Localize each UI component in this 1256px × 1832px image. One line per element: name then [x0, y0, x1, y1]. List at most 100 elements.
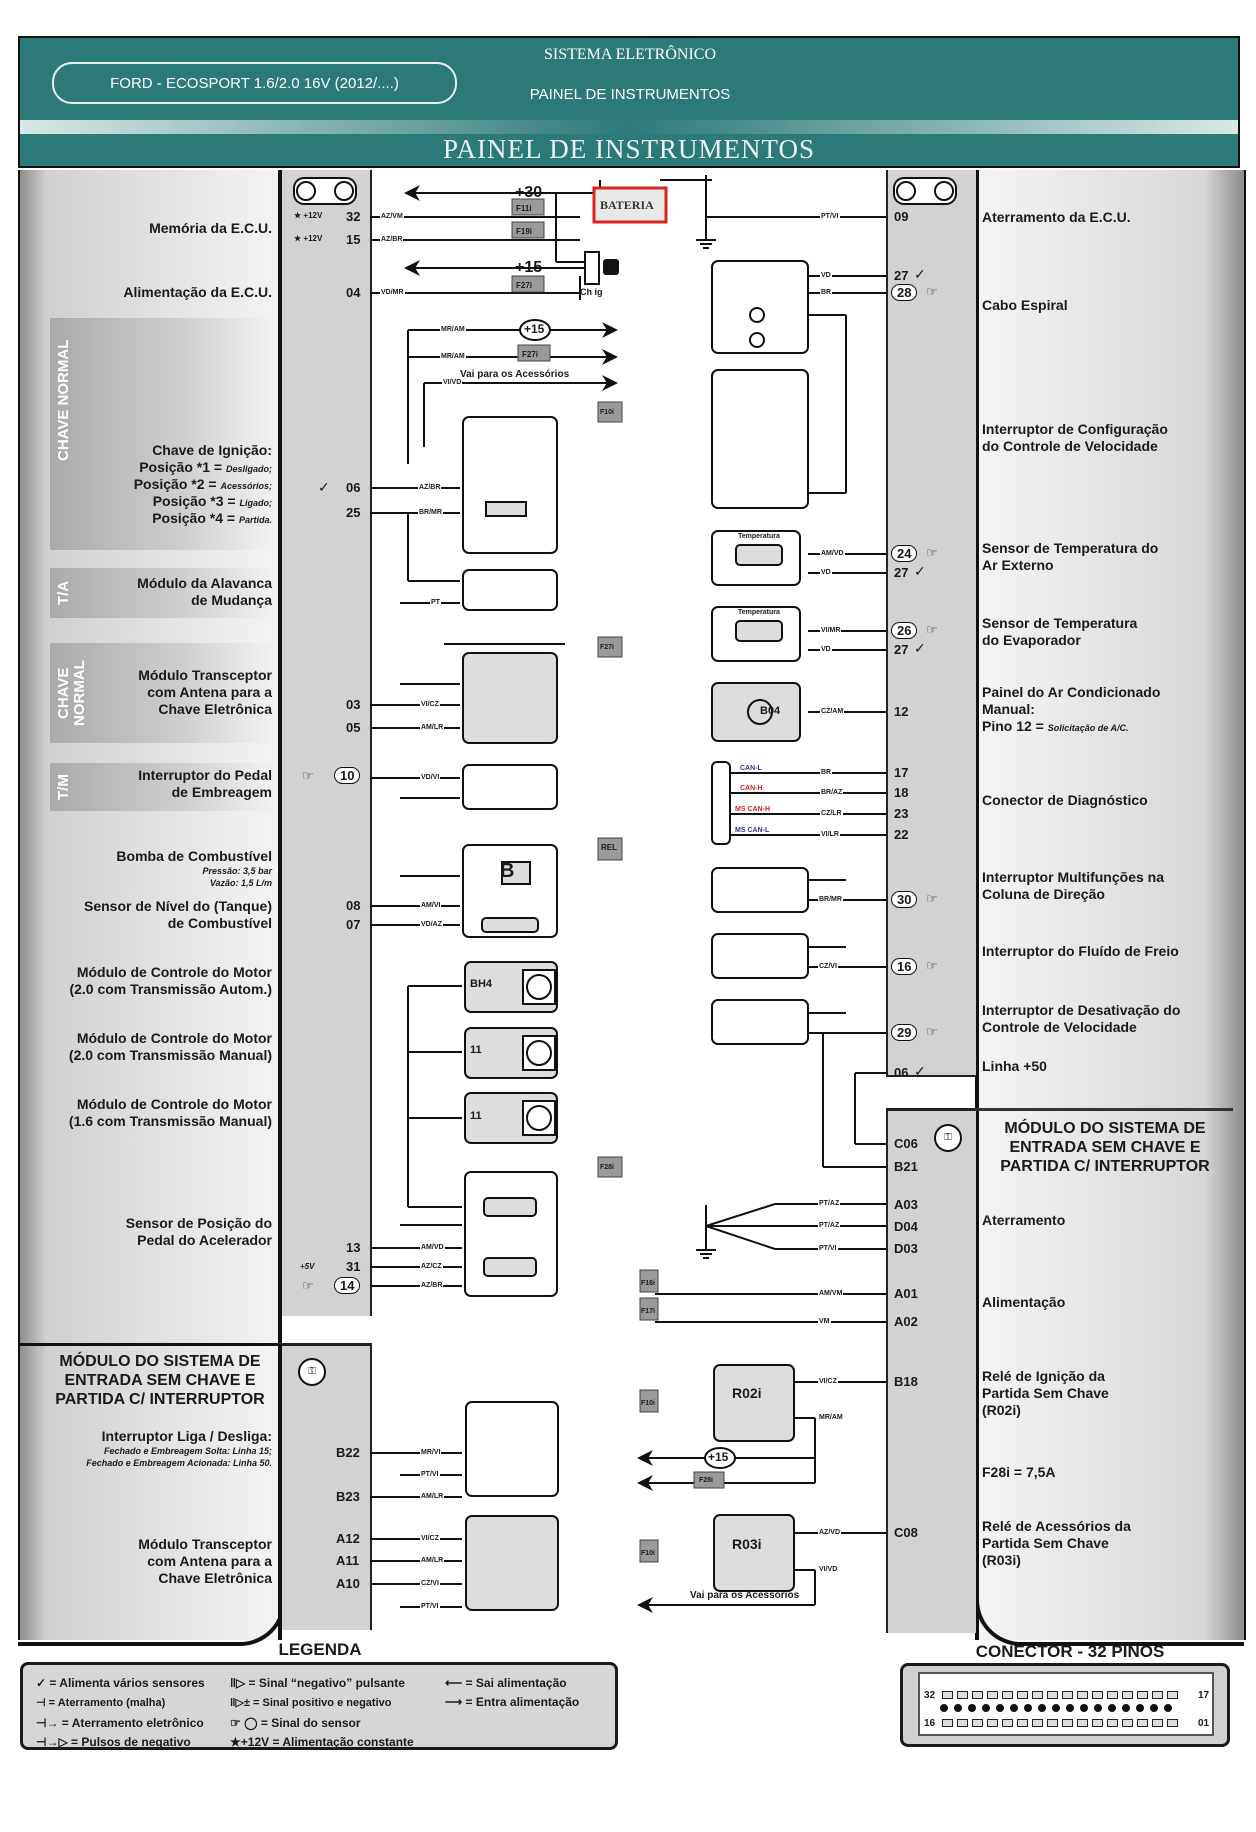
- supply-in-arrow-icon: ⟶: [445, 1695, 466, 1709]
- desat-line1: Interruptor de Desativação do: [982, 1002, 1181, 1018]
- wire-amvi: AM/VI: [420, 902, 442, 909]
- keyless-connector-right: [886, 1108, 976, 1633]
- fuse-f10-b: F10i: [641, 1400, 656, 1407]
- transceptor-line3: Chave Eletrônica: [158, 701, 272, 717]
- pin-a10: A10: [336, 1576, 360, 1591]
- fuse-f11: F11i: [516, 204, 532, 213]
- trans2-line2: com Antena para a: [147, 1553, 272, 1569]
- connector-pin: [987, 1691, 998, 1699]
- label-liga-desliga: Interruptor Liga / Desliga:: [101, 1428, 272, 1444]
- section-divider-left: [18, 1343, 280, 1346]
- band-tm: [50, 763, 272, 811]
- pin-a11: A11: [336, 1553, 360, 1568]
- pin-b22: B22: [336, 1445, 360, 1460]
- pin-13: 13: [346, 1240, 361, 1255]
- fuse-f19: F19i: [516, 227, 533, 236]
- transceptor-line2: com Antena para a: [147, 684, 272, 700]
- fuse-f28: F28i: [600, 1164, 615, 1171]
- fuses: [511, 198, 725, 1563]
- can-h-label: CAN-H: [740, 785, 763, 792]
- rele-ac-line3: (R03i): [982, 1552, 1021, 1568]
- pin-r-23: 23: [894, 806, 909, 821]
- key-icon: [603, 259, 619, 275]
- legend-item-sensor: ☞ ◯ = Sinal do sensor: [230, 1716, 361, 1730]
- connector-pin: [1167, 1719, 1178, 1727]
- ms-can-h-label: MS CAN-H: [735, 806, 770, 813]
- wire-br: BR: [820, 289, 833, 296]
- label-liga-note-1: Fechado e Embreagem Solta: Linha 15;: [103, 1446, 272, 1456]
- ignition-switch: [584, 251, 600, 285]
- pin-a12: A12: [336, 1531, 360, 1546]
- label-bomba: Bomba de Combustível: [116, 848, 272, 864]
- ac-note: Solicitação de A/C.: [1047, 723, 1129, 733]
- temp-evap-line1: Sensor de Temperatura: [982, 615, 1138, 631]
- connector-label-16: 16: [924, 1718, 936, 1729]
- connector-pin: [1032, 1719, 1043, 1727]
- pin-r-24: 24: [891, 545, 918, 562]
- rele-ac-line1: Relé de Acessórios da: [982, 1518, 1131, 1534]
- connector-pin: [1002, 1719, 1013, 1727]
- fuse-f17: F17i: [641, 1308, 656, 1315]
- sensor-signal-icon-r5: ☞: [926, 958, 938, 973]
- pin-08: 08: [346, 898, 361, 913]
- connector-pin: [1152, 1719, 1163, 1727]
- wire-amvd: AM/VD: [420, 1244, 445, 1251]
- plus5v-label: +5V: [300, 1262, 315, 1271]
- modulo-l-line2: ENTRADA SEM CHAVE E: [64, 1372, 256, 1389]
- connector-pin: [1107, 1691, 1118, 1699]
- label-plus15-oval-2: +15: [708, 1450, 729, 1464]
- wire-czam: CZ/AM: [820, 708, 845, 715]
- wire-ptvi-3: PT/VI: [420, 1471, 440, 1478]
- pin-r-29: 29: [891, 1024, 918, 1041]
- pin-r-b21: B21: [894, 1159, 918, 1174]
- pin-r-d03: D03: [894, 1241, 918, 1256]
- wire-vilr: VI/LR: [820, 831, 840, 838]
- pos-4-note: Partida.: [238, 515, 272, 525]
- connector-pin: [942, 1691, 953, 1699]
- pos-1-note: Desligado;: [225, 464, 272, 474]
- connector-pin: [1047, 1691, 1058, 1699]
- label-mcm-manual-20: Módulo de Controle do Motor(2.0 com Tran…: [40, 1030, 272, 1064]
- legend-item-in: ⟶ = Entra alimentação: [445, 1695, 579, 1709]
- plus15-oval-2: [704, 1447, 736, 1469]
- battery-box: [592, 186, 668, 224]
- wire-vm: VM: [818, 1318, 831, 1325]
- wire-amvd-2: AM/VD: [820, 550, 845, 557]
- connector-pin: [1152, 1691, 1163, 1699]
- negative-pulse-icon: ⊣→▷: [36, 1735, 72, 1749]
- supply-out-arrow-icon: ⟵: [445, 1676, 466, 1690]
- check-icon-legend: ✓: [36, 1676, 50, 1690]
- wire-br-2: BR: [820, 769, 833, 776]
- label-pos-1: Posição *1 = Desligado;: [60, 459, 272, 478]
- connector-pin: [1137, 1719, 1148, 1727]
- constant-supply-icon: ★+12V: [230, 1735, 273, 1749]
- pin-r-27c: 27: [894, 642, 909, 657]
- connector-pin: [957, 1719, 968, 1727]
- pin-10: 10: [334, 767, 361, 784]
- pin-r-c06: C06: [894, 1136, 918, 1151]
- keyless-icon-right: ⚿: [934, 1124, 962, 1152]
- modulo-r-line1: MÓDULO DO SISTEMA DE: [1004, 1120, 1206, 1137]
- pos-2-note: Acessórios;: [220, 481, 272, 491]
- sensor-signal-icon-r1: ☞: [926, 284, 938, 299]
- header-gradient-band: [20, 120, 1238, 134]
- connector-pin: [1092, 1719, 1103, 1727]
- ground-electronic-icon: ⊣→: [36, 1716, 62, 1730]
- pin-25: 25: [346, 505, 361, 520]
- connector-label-01: 01: [1198, 1718, 1210, 1729]
- connector-pin-row-bottom: [942, 1719, 1178, 1727]
- connector-pin: [1062, 1719, 1073, 1727]
- wire-azbr-2: AZ/BR: [418, 484, 442, 491]
- connector-pin: [1032, 1691, 1043, 1699]
- check-icon-r4: ✓: [914, 1063, 926, 1079]
- label-mcm-autom: Módulo de Controle do Motor(2.0 com Tran…: [40, 964, 272, 998]
- ac-b04: B04: [760, 705, 781, 717]
- pin-r-06: 06: [894, 1065, 909, 1080]
- label-conector-diagnostico: Conector de Diagnóstico: [982, 792, 1148, 808]
- ac-line2: Manual:: [982, 701, 1035, 717]
- modulo-r-line2: ENTRADA SEM CHAVE E: [1009, 1139, 1201, 1156]
- connector-locating-dot: [1066, 1704, 1074, 1712]
